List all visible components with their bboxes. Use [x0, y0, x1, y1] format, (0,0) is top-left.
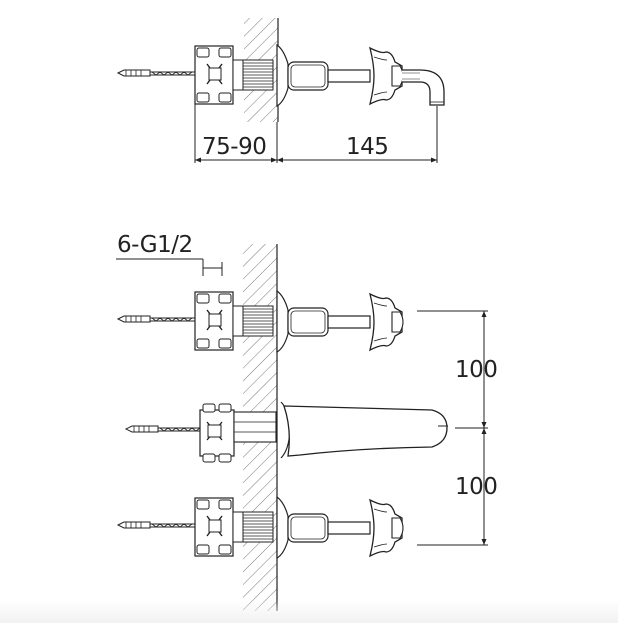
dimension-reach-label: 145	[346, 134, 389, 160]
spout-pipe-icon	[402, 69, 445, 106]
thread-size-label: 6-G1/2	[117, 232, 193, 258]
valve-body-icon	[194, 45, 244, 105]
bottom-fade	[0, 599, 618, 623]
cross-handle-icon	[276, 44, 404, 107]
top-assembly	[117, 18, 445, 163]
lower-spacing-label: 100	[455, 474, 498, 500]
threaded-tail-icon	[242, 59, 274, 91]
spout-assembly	[125, 401, 448, 463]
inlet-hose-icon	[117, 69, 197, 77]
dimension-projection-label: 75-90	[202, 134, 267, 160]
three-hole-assembly	[116, 244, 488, 611]
upper-spacing-label: 100	[455, 357, 498, 383]
